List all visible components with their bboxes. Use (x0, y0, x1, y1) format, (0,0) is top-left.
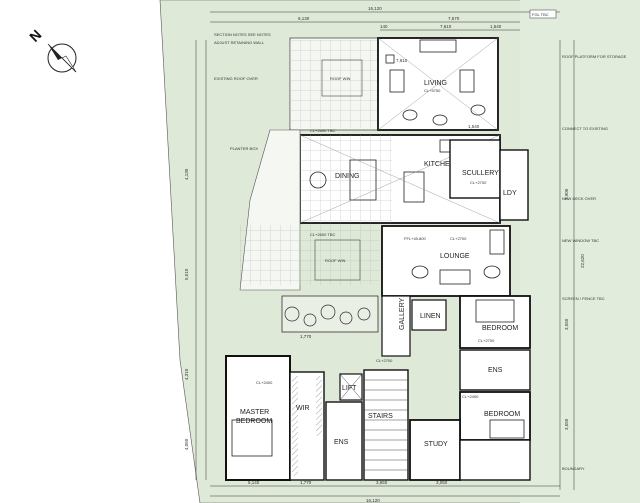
dim-top-c: 140 (380, 24, 388, 29)
stairs (363, 369, 409, 481)
note-9: BOUNDARY (562, 466, 585, 471)
wir-shelving (292, 376, 298, 476)
garden-bed (281, 295, 379, 333)
note-3: EXISTING ROOF OVER (214, 76, 258, 81)
ens-master-label: ENS (334, 439, 349, 446)
fgl-label: FGL TBC (532, 12, 549, 17)
dining-grid (300, 135, 392, 223)
linen-label: LINEN (420, 313, 441, 320)
dim-bottom-b: 1,770 (300, 480, 312, 485)
note-2: ADJUST RETAINING WALL (214, 40, 265, 45)
roof-win-2-label: ROOF WIN (325, 258, 346, 263)
note-8: PLANTER BOX (230, 146, 258, 151)
left-dimension-lines (195, 40, 207, 480)
lift-label: LIFT (342, 385, 357, 392)
bed-2 (489, 419, 525, 439)
bed-1 (475, 299, 515, 323)
lounge-top-cl: CL+2600 TBC (310, 232, 335, 237)
dim-left-b: 5,510 (184, 268, 189, 280)
study (409, 419, 461, 481)
linen (411, 299, 447, 331)
lounge-cl: CL+2700 (450, 236, 467, 241)
dim-top-b: 7,570 (448, 16, 460, 21)
scullery-cl: CL+2700 (470, 180, 487, 185)
note-1: SECTION NOTES SEE NOTES (214, 32, 271, 37)
bedroom-2-cl: CL+2400 (462, 394, 479, 399)
bedroom-2-label: BEDROOM (484, 411, 520, 418)
note-4: ROOF PLATFORM FOR STORAGE (562, 54, 627, 59)
dining-label: DINING (335, 173, 360, 180)
compass-label: N (26, 26, 44, 44)
ldy-label: LDY (503, 190, 517, 197)
living-furniture (385, 39, 486, 126)
master-bedroom (225, 355, 291, 481)
lounge (381, 225, 511, 297)
dim-right-b: 3,550 (564, 318, 569, 330)
dim-top-e: 1,540 (490, 24, 502, 29)
master-ensuite (325, 401, 363, 481)
dim-bottom-overall: 16,120 (366, 498, 380, 503)
dim-kit-a: 7,610 (396, 58, 408, 63)
right-neighbour (520, 0, 640, 503)
note-7: SCREEN / FENCE TBC (562, 296, 605, 301)
master-label-2: BEDROOM (236, 418, 272, 425)
plant-icons (284, 304, 371, 327)
living-label: LIVING (424, 80, 447, 87)
dim-left-a: 4,130 (184, 168, 189, 180)
stair-treads (364, 379, 408, 471)
scullery-label: SCULLERY (462, 170, 499, 177)
dim-mid-a: 1,770 (300, 334, 312, 339)
dim-right-a: 3,900 (564, 188, 569, 200)
study-label: STUDY (424, 441, 448, 448)
lounge-furniture (411, 229, 505, 285)
dim-left-c: 4,310 (184, 368, 189, 380)
bedroom-2 (459, 391, 531, 441)
dim-bottom-a: 5,140 (248, 480, 260, 485)
dim-left-d: 4,050 (184, 438, 189, 450)
right-dimension-lines (559, 40, 575, 490)
gallery-label: GALLERY (399, 298, 406, 330)
roof-window-1 (321, 59, 363, 97)
dim-top-overall: 16,120 (368, 6, 382, 11)
stairs-label: STAIRS (368, 413, 393, 420)
ensuite-2 (459, 439, 531, 481)
bottom-dimension-lines (210, 485, 560, 497)
gallery-cl: CL+2700 (376, 358, 393, 363)
bedroom-1-label: BEDROOM (482, 325, 518, 332)
dim-bottom-c: 3,650 (376, 480, 388, 485)
master-cl: CL+2400 (256, 380, 273, 385)
dim-top-d: 7,610 (440, 24, 452, 29)
dim-bottom-d: 3,050 (436, 480, 448, 485)
ens-1-label: ENS (488, 367, 503, 374)
note-10: NEW DECK OVER (562, 196, 596, 201)
dim-mid-b: 1,540 (468, 124, 480, 129)
gallery (381, 295, 411, 357)
note-5: CONNECT TO EXISTING (562, 126, 608, 131)
dim-top-a: 6,130 (298, 16, 310, 21)
paving-grid-top (290, 40, 378, 128)
dining-cl: CL+2600 TBC (310, 128, 335, 133)
roof-window-2 (314, 239, 361, 281)
ensuite-1 (459, 349, 531, 391)
dim-right-overall: 22,620 (580, 254, 585, 268)
living-cl: CL+5750 (424, 88, 441, 93)
note-6: NEW WINDOW TBC (562, 238, 599, 243)
master-bed (231, 419, 273, 457)
kitchen-label: KITCHEN (424, 161, 455, 168)
wir-shelving-2 (316, 376, 322, 436)
bedroom-1-cl: CL+2700 (478, 338, 495, 343)
laundry (499, 149, 529, 221)
north-arrow-icon: N (26, 26, 77, 73)
master-label: MASTER (240, 409, 269, 416)
roof-win-1-label: ROOF WIN (330, 76, 351, 81)
paving-grid-lower (240, 225, 380, 285)
lounge-label: LOUNGE (440, 253, 470, 260)
wir-label: WIR (296, 405, 310, 412)
dim-right-c: 3,550 (564, 418, 569, 430)
lounge-ffl: FFL+45.800 (404, 236, 426, 241)
scullery (449, 139, 501, 199)
fgl-tag (529, 9, 557, 19)
top-dimension-lines (210, 11, 560, 31)
